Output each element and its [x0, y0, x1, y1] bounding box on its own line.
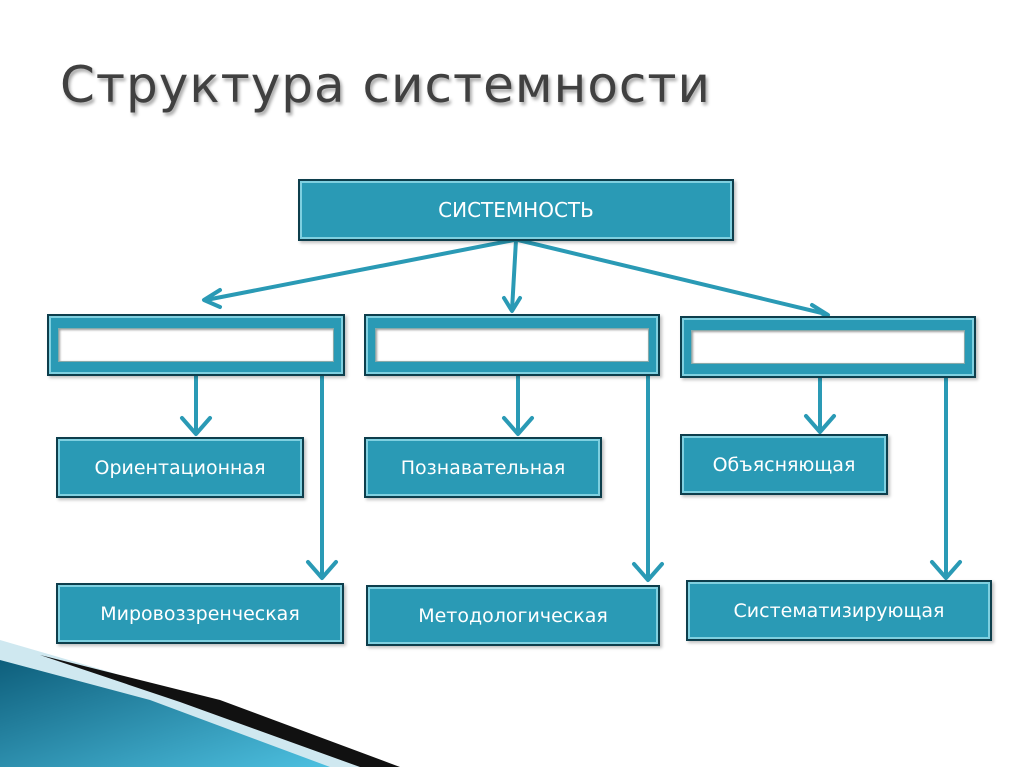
group-box-1-label	[58, 328, 334, 362]
group-box-3	[680, 316, 976, 378]
arrow-head-group-1	[202, 288, 222, 309]
arrow-head-g3-c1	[804, 414, 836, 434]
arrow-head-g2-c2	[632, 562, 664, 582]
arrow-head-group-2	[502, 296, 522, 313]
group-box-3-label	[691, 330, 965, 364]
arrow-root-to-group-2	[510, 238, 518, 312]
group-box-2-label	[375, 328, 649, 362]
arrow-head-g2-c1	[502, 416, 534, 436]
leaf-methodological: Методологическая	[366, 585, 660, 646]
root-box: СИСТЕМНОСТЬ	[298, 179, 734, 241]
decor-swoosh-dark	[40, 655, 400, 767]
arrow-head-g1-c2	[306, 560, 338, 580]
arrow-root-to-group-3	[516, 238, 828, 316]
group-box-1	[47, 314, 345, 376]
arrow-root-to-group-1	[204, 238, 516, 302]
leaf-explanatory: Объясняющая	[680, 434, 888, 495]
arrow-head-g1-c1	[180, 416, 212, 436]
leaf-worldview: Мировоззренческая	[56, 583, 344, 644]
leaf-systematizing: Систематизирующая	[686, 580, 992, 641]
page-title: Структура системности	[60, 56, 712, 114]
leaf-orientational: Ориентационная	[56, 437, 304, 498]
arrow-head-g3-c2	[930, 560, 962, 580]
group-box-2	[364, 314, 660, 376]
leaf-cognitive: Познавательная	[364, 437, 602, 498]
